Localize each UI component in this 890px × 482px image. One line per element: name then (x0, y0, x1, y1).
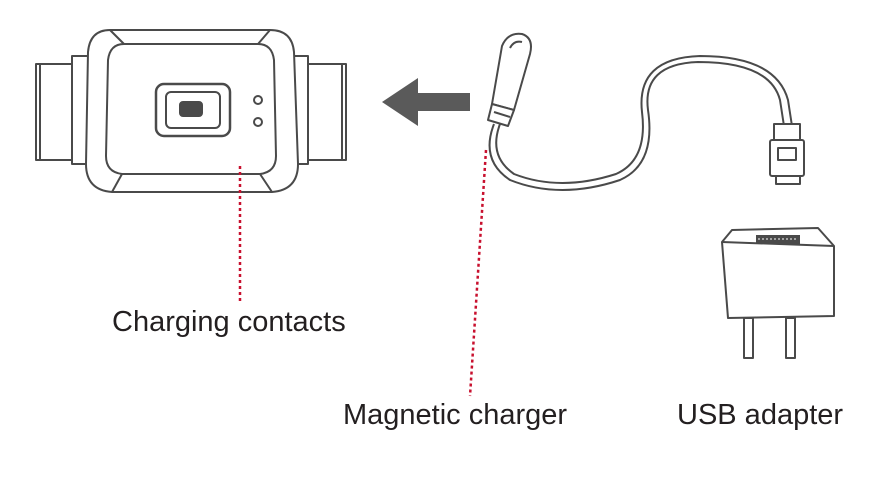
label-charging-contacts: Charging contacts (112, 306, 346, 338)
indicator-led-2 (253, 117, 263, 127)
contact-window-inner (165, 91, 221, 129)
magnetic-charger-plug (487, 32, 805, 191)
prong-left (743, 317, 754, 359)
contact-pins (179, 101, 203, 117)
usb-connector (769, 123, 805, 185)
tracker-device (35, 29, 347, 193)
label-magnetic-charger: Magnetic charger (343, 399, 568, 431)
leader-line-charger (468, 149, 488, 397)
usb-wall-adapter (721, 227, 835, 359)
contact-window-outer (154, 82, 232, 138)
label-usb-adapter: USB adapter (677, 399, 844, 431)
indicator-led-1 (253, 95, 263, 105)
prong-right (785, 317, 796, 359)
charger-cable (488, 61, 785, 191)
left-arrow-icon (382, 78, 470, 126)
